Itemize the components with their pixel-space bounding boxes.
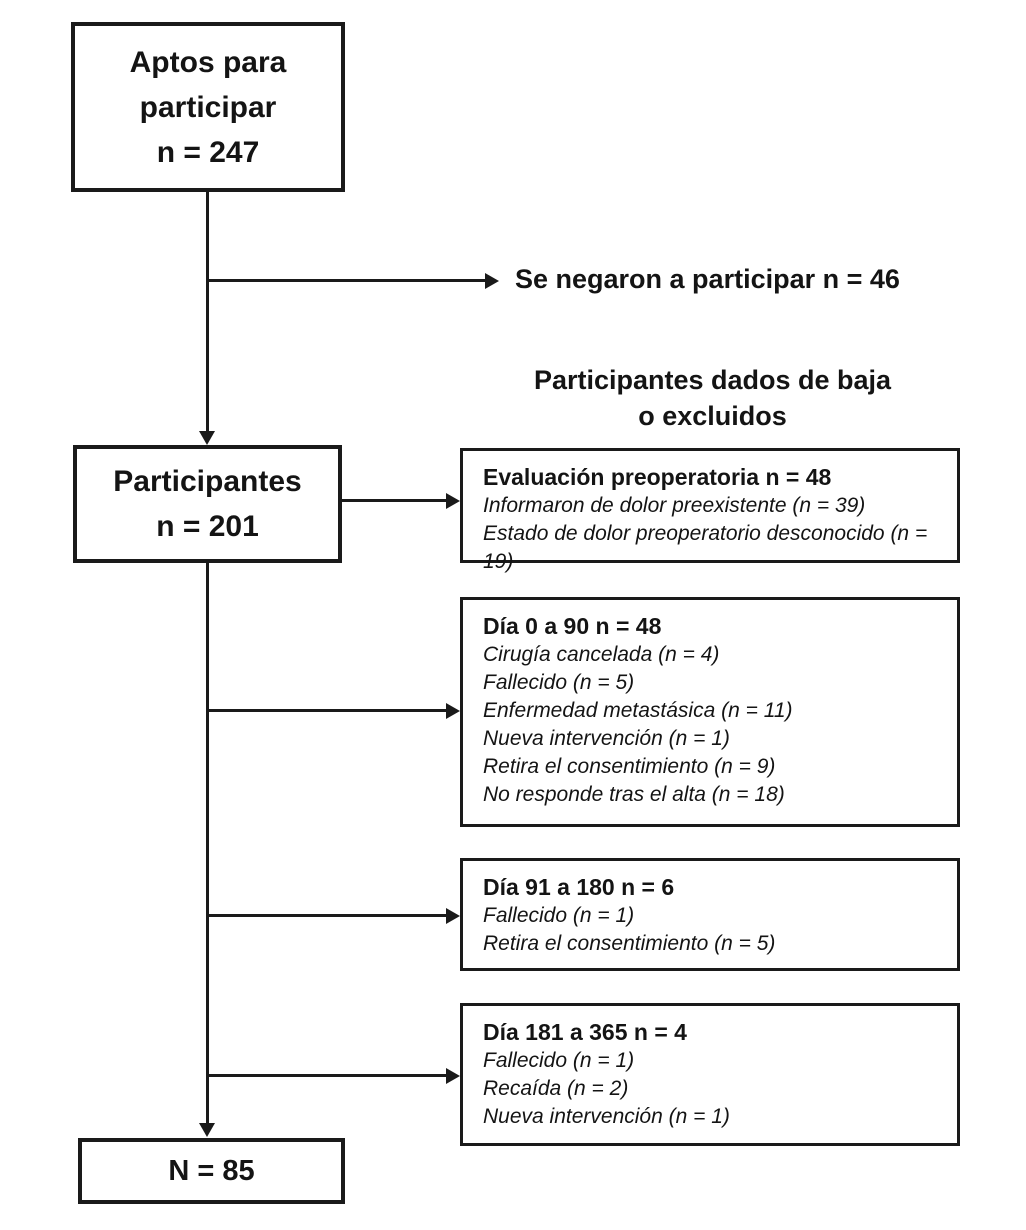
connector-top-to-participants: [206, 192, 209, 432]
connector-refused: [207, 279, 485, 282]
withdrawn-header-line: o excluidos: [638, 401, 787, 431]
exclusion-item: No responde tras el alta (n = 18): [483, 783, 785, 806]
exclusion-item: Informaron de dolor preexistente (n = 39…: [483, 494, 866, 517]
exclusion-box-preoperative: Evaluación preoperatoria n = 48 Informar…: [460, 448, 960, 573]
arrowhead-right-icon: [485, 273, 499, 289]
final-count-label: N = 85: [168, 1154, 255, 1187]
exclusion-box-title: Día 181 a 365 n = 4: [483, 1019, 687, 1045]
participants-box-line: Participantes: [113, 465, 302, 498]
final-count-box: N = 85: [78, 1138, 345, 1204]
participants-box-count: n = 201: [156, 510, 259, 543]
exclusion-box-title: Evaluación preoperatoria n = 48: [483, 464, 832, 490]
connector-to-preoperative: [342, 499, 446, 502]
exclusion-item: Nueva intervención (n = 1): [483, 727, 730, 750]
withdrawn-header: Participantes dados de baja o excluidos: [460, 362, 965, 434]
exclusion-box-day-181-365: Día 181 a 365 n = 4 Fallecido (n = 1) Re…: [460, 1003, 960, 1146]
exclusion-item: Retira el consentimiento (n = 9): [483, 755, 776, 778]
arrowhead-right-icon: [446, 1068, 460, 1084]
arrowhead-right-icon: [446, 908, 460, 924]
exclusion-box-title: Día 0 a 90 n = 48: [483, 613, 662, 639]
arrowhead-right-icon: [446, 703, 460, 719]
exclusion-box-day-0-90: Día 0 a 90 n = 48 Cirugía cancelada (n =…: [460, 597, 960, 827]
eligible-box-line: Aptos para: [129, 45, 287, 79]
connector-to-day-181-365: [207, 1074, 446, 1077]
exclusion-item: Recaída (n = 2): [483, 1077, 629, 1100]
withdrawn-header-line: Participantes dados de baja: [533, 365, 892, 395]
connector-participants-to-final: [206, 563, 209, 1124]
exclusion-item: Enfermedad metastásica (n = 11): [483, 699, 793, 722]
arrowhead-down-icon: [199, 1123, 215, 1137]
exclusion-item: Fallecido (n = 1): [483, 904, 635, 927]
exclusion-item: Fallecido (n = 5): [483, 671, 635, 694]
eligible-box: Aptos para participar n = 247: [71, 22, 345, 192]
exclusion-item: Nueva intervención (n = 1): [483, 1105, 730, 1128]
eligible-box-count: n = 247: [156, 135, 260, 169]
exclusion-item: Retira el consentimiento (n = 5): [483, 932, 776, 955]
arrowhead-right-icon: [446, 493, 460, 509]
exclusion-item: Fallecido (n = 1): [483, 1049, 635, 1072]
participants-box: Participantes n = 201: [73, 445, 342, 563]
refused-label: Se negaron a participar n = 46: [515, 264, 900, 294]
exclusion-box-title: Día 91 a 180 n = 6: [483, 874, 675, 900]
eligible-box-line: participar: [139, 90, 277, 124]
exclusion-box-day-91-180: Día 91 a 180 n = 6 Fallecido (n = 1) Ret…: [460, 858, 960, 971]
connector-to-day-0-90: [207, 709, 446, 712]
exclusion-item: Estado de dolor preoperatorio desconocid…: [483, 522, 928, 573]
connector-to-day-91-180: [207, 914, 446, 917]
arrowhead-down-icon: [199, 431, 215, 445]
exclusion-item: Cirugía cancelada (n = 4): [483, 643, 720, 666]
